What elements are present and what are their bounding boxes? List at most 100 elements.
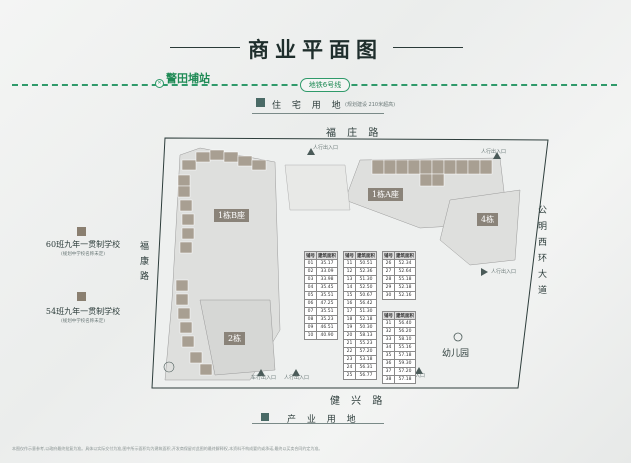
table-cell: 37 [382,367,395,376]
table-cell: 59.30 [394,359,416,368]
table-cell: 56.77 [355,371,377,380]
road-west: 福 康 路 [140,242,150,282]
table-cell: 56.20 [394,327,416,336]
school-1-icon [77,227,86,236]
table-cell: 40.90 [316,331,338,340]
entrance-top-right: 人行出入口 [481,149,507,155]
kindergarten-icon [453,332,463,342]
school-2-name: 54班九年一贯制学校 [45,307,121,316]
table-cell: 47.25 [316,299,338,308]
factory-icon [261,413,269,421]
table-cell: 56.40 [394,319,416,328]
table-cell: 21 [343,339,356,348]
table-cell: 52.18 [355,315,377,324]
table-cell: 06 [304,299,317,308]
table-header-cell: 建筑面积 [355,251,377,260]
table-cell: 52.34 [394,259,416,268]
table-cell: 20 [343,331,356,340]
table-header-cell: 建筑面积 [394,251,416,260]
residential-line [252,113,384,114]
table-cell: 01 [304,259,317,268]
entrance-right: 人行出入口 [491,269,517,275]
shop-units-west [175,149,267,376]
entrance-bottom-car: 车行出入口 [251,375,277,381]
table-cell: 50.51 [355,259,377,268]
table-cell: 55.18 [394,275,416,284]
table-cell: 53.18 [355,355,377,364]
building-4-label: 4栋 [477,213,499,226]
table-cell: 35 [382,351,395,360]
table-cell: 35.17 [316,259,338,268]
table-cell: 50.30 [355,323,377,332]
table-cell: 19 [343,323,356,332]
table-cell: 31 [382,319,395,328]
building-2-label: 2栋 [224,332,246,345]
table-cell: 52.36 [355,267,377,276]
table-cell: 23 [343,355,356,364]
table-cell: 58.10 [394,335,416,344]
table-cell: 33.09 [316,267,338,276]
table-cell: 29 [382,283,395,292]
table-cell: 09 [304,323,317,332]
school-1-name: 60班九年一贯制学校 [45,240,121,249]
table-header-cell: 铺号 [382,311,395,320]
table-cell: 32 [382,327,395,336]
building-icon [256,98,265,107]
table-cell: 08 [304,315,317,324]
plaza [284,164,351,211]
table-cell: 33.98 [316,275,338,284]
table-header-cell: 铺号 [382,251,395,260]
table-cell: 15 [343,291,356,300]
school-2-note: (规划中学校名称未定) [60,319,105,324]
table-cell: 16 [343,299,356,308]
table-cell: 55.23 [355,339,377,348]
table-cell: 50.67 [355,291,377,300]
table-cell: 35.23 [316,315,338,324]
shop-units-east [371,159,493,187]
road-north: 福 庄 路 [326,128,383,139]
building-1b-label: 1栋B座 [214,209,249,222]
table-cell: 30 [382,291,395,300]
title-line-right [393,47,463,48]
table-cell: 11 [343,259,356,268]
table-cell: 05 [304,291,317,300]
school-1-note: (规划中学校名称未定) [60,252,105,257]
table-cell: 04 [304,283,317,292]
road-east: 公 明 西 环 大 道 [538,206,548,296]
compass-icon [163,361,175,373]
table-cell: 52.16 [394,291,416,300]
entrance-arrows [257,148,501,376]
table-cell: 38 [382,375,395,384]
table-cell: 57.20 [394,367,416,376]
kindergarten-label: 幼儿园 [442,349,470,359]
table-cell: 36 [382,359,395,368]
residential-label: 住 宅 用 地 [272,101,345,111]
footer-disclaimer: 本图仅作示意参考,以政府最终批复为准。具体以实际交付为准,图中所示面积均为建筑面… [12,446,323,451]
table-cell: 52.18 [394,283,416,292]
table-cell: 52.64 [394,267,416,276]
road-south: 健 兴 路 [330,396,387,407]
table-cell: 13 [343,275,356,284]
